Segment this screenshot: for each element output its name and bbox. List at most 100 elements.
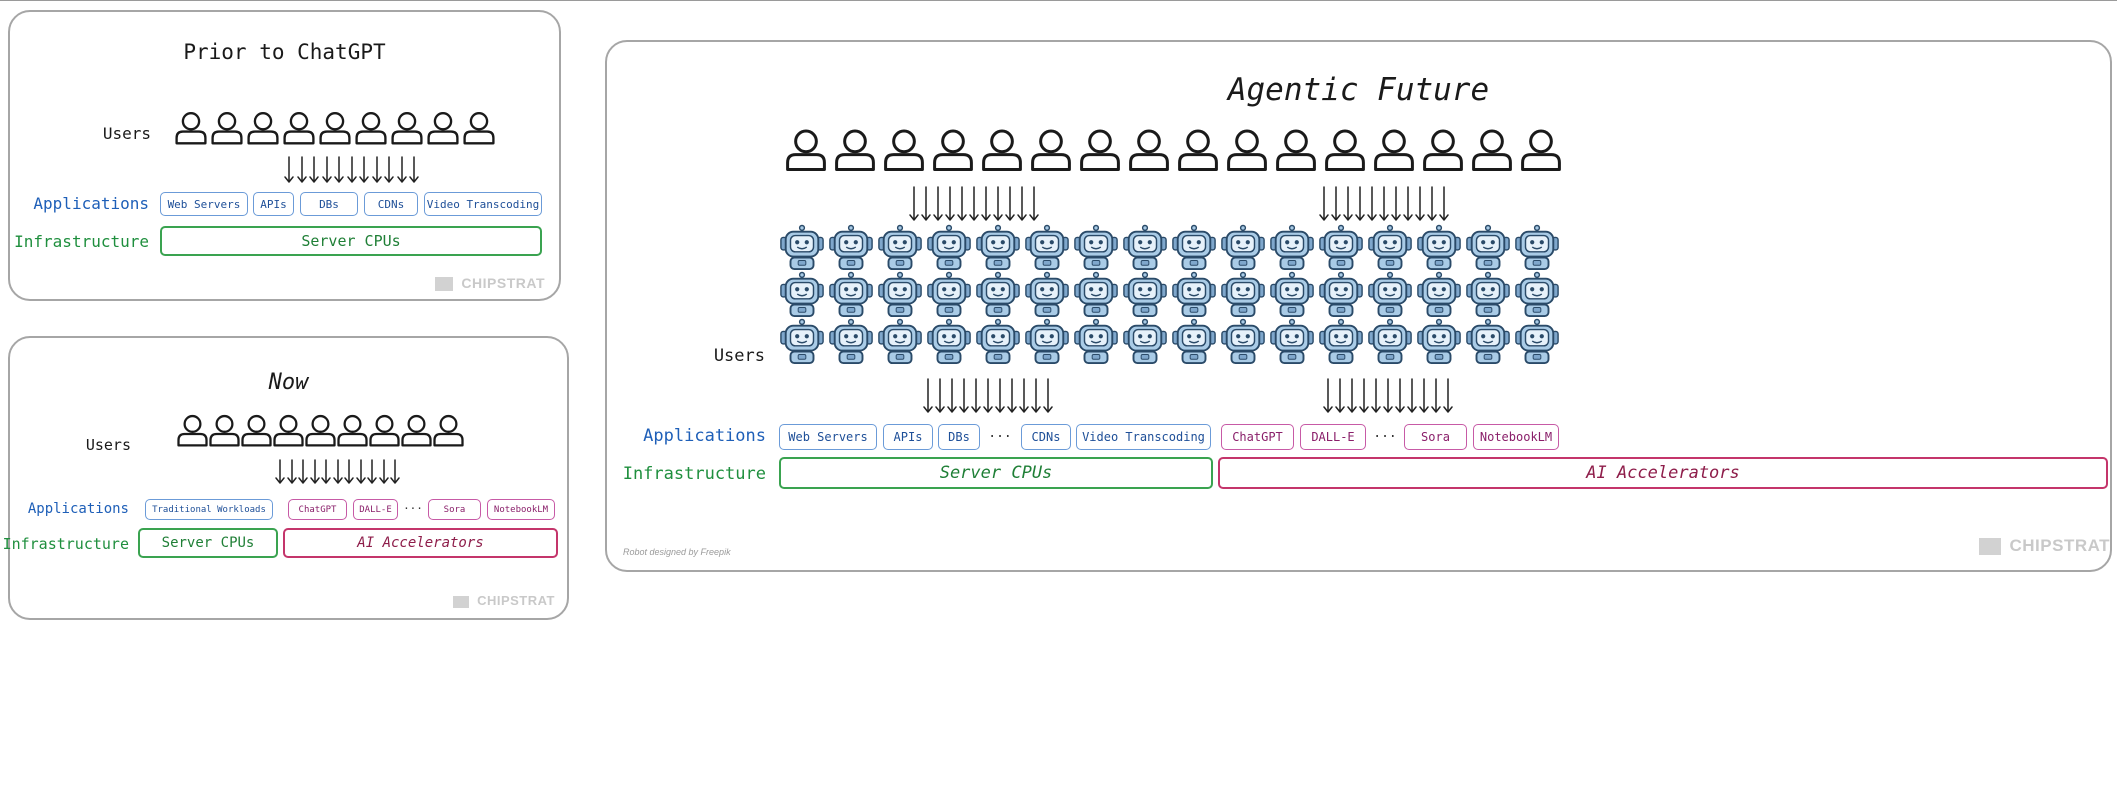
down-arrow-icon	[275, 459, 285, 484]
down-arrow-icon	[384, 156, 394, 183]
robot-icon	[1123, 224, 1167, 271]
app-cdns: CDNs	[364, 192, 418, 216]
user-icon	[1423, 129, 1463, 172]
app-notebooklm: NotebookLM	[487, 499, 555, 520]
robot-icon	[1466, 318, 1510, 365]
more-apps-ellipsis: ...	[403, 499, 423, 512]
app-apis: APIs	[883, 424, 933, 450]
down-arrow-icon	[971, 378, 981, 413]
app-apis: APIs	[253, 192, 294, 216]
down-arrow-icon	[1427, 186, 1437, 221]
app-dbs: DBs	[938, 424, 980, 450]
down-arrow-icon	[1431, 378, 1441, 413]
down-arrow-icon	[993, 186, 1003, 221]
user-icon	[786, 129, 826, 172]
user-icon	[391, 111, 423, 145]
app-dbs: DBs	[300, 192, 358, 216]
down-arrow-icon	[409, 156, 419, 183]
down-arrow-icon	[1355, 186, 1365, 221]
user-icon	[305, 414, 336, 447]
down-arrow-icon	[1019, 378, 1029, 413]
down-arrow-icon	[1383, 378, 1393, 413]
down-arrow-icon	[933, 186, 943, 221]
down-arrow-icon	[1043, 378, 1053, 413]
down-arrow-icon	[1319, 186, 1329, 221]
robot-icon	[780, 224, 824, 271]
robot-icon	[1417, 271, 1461, 318]
down-arrow-icon	[957, 186, 967, 221]
app-notebooklm: NotebookLM	[1473, 424, 1559, 450]
robot-icon	[1319, 318, 1363, 365]
robot-icon	[1074, 271, 1118, 318]
app-video-transcoding: Video Transcoding	[1076, 424, 1211, 450]
robot-icon	[976, 271, 1020, 318]
user-icon	[1080, 129, 1120, 172]
down-arrow-icon	[1359, 378, 1369, 413]
panel-title: Agentic Future	[1227, 72, 1490, 108]
infra-server-cpus: Server CPUs	[138, 528, 278, 558]
user-icon	[427, 111, 459, 145]
user-icon	[241, 414, 272, 447]
down-arrow-icon	[390, 459, 400, 484]
infrastructure-label: Infrastructure	[622, 464, 766, 484]
robot-icon	[1515, 271, 1559, 318]
robot-icon	[1417, 318, 1461, 365]
down-arrow-icon	[1443, 378, 1453, 413]
down-arrow-icon	[1343, 186, 1353, 221]
robot-icon	[976, 224, 1020, 271]
down-arrow-icon	[1415, 186, 1425, 221]
robot-icon	[1270, 271, 1314, 318]
app-dall-e: DALL-E	[1300, 424, 1366, 450]
down-arrow-icon	[344, 459, 354, 484]
user-icon	[1325, 129, 1365, 172]
applications-label: Applications	[27, 501, 129, 517]
robot-icon	[1417, 224, 1461, 271]
robot-icon	[829, 224, 873, 271]
robot-icon	[1074, 318, 1118, 365]
robot-icon	[1025, 318, 1069, 365]
infra-ai-accelerators: AI Accelerators	[283, 528, 558, 558]
user-icon	[1227, 129, 1267, 172]
down-arrow-icon	[1031, 378, 1041, 413]
chipstrat-watermark: CHIPSTRAT	[453, 593, 555, 608]
robot-icon	[829, 318, 873, 365]
user-icon	[211, 111, 243, 145]
user-icon	[1374, 129, 1414, 172]
robot-icon	[1221, 224, 1265, 271]
robot-icon	[829, 271, 873, 318]
app-chatgpt: ChatGPT	[288, 499, 347, 520]
robot-icon	[1270, 318, 1314, 365]
user-icon	[209, 414, 240, 447]
user-icon	[1129, 129, 1169, 172]
down-arrow-icon	[909, 186, 919, 221]
down-arrow-icon	[969, 186, 979, 221]
panel-agentic-future: Agentic Future Users Applications Web Se…	[605, 40, 2112, 572]
robot-icon	[878, 318, 922, 365]
app-sora: Sora	[1404, 424, 1467, 450]
down-arrow-icon	[1029, 186, 1039, 221]
panel-title: Prior to ChatGPT	[183, 40, 386, 64]
robot-icon	[1172, 318, 1216, 365]
robot-icon	[927, 224, 971, 271]
user-icon	[1521, 129, 1561, 172]
down-arrow-icon	[286, 459, 297, 484]
user-icon	[1472, 129, 1512, 172]
user-icon	[283, 111, 315, 145]
infra-server-cpus: Server CPUs	[779, 457, 1213, 489]
robot-icon	[1074, 224, 1118, 271]
panel-prior-to-chatgpt: Prior to ChatGPT Users Applications Web …	[8, 10, 561, 301]
users-label: Users	[102, 124, 151, 143]
robot-icon	[1123, 318, 1167, 365]
applications-label: Applications	[33, 194, 149, 213]
down-arrow-icon	[945, 186, 955, 221]
robot-icon	[1172, 271, 1216, 318]
user-icon	[337, 414, 368, 447]
down-arrow-icon	[1395, 378, 1405, 413]
robot-icon	[780, 271, 824, 318]
down-arrow-icon	[923, 378, 933, 413]
robot-icon	[1172, 224, 1216, 271]
app-traditional-workloads: Traditional Workloads	[145, 499, 273, 520]
down-arrow-icon	[296, 156, 307, 183]
down-arrow-icon	[321, 156, 332, 183]
panel-title: Now	[268, 370, 309, 395]
